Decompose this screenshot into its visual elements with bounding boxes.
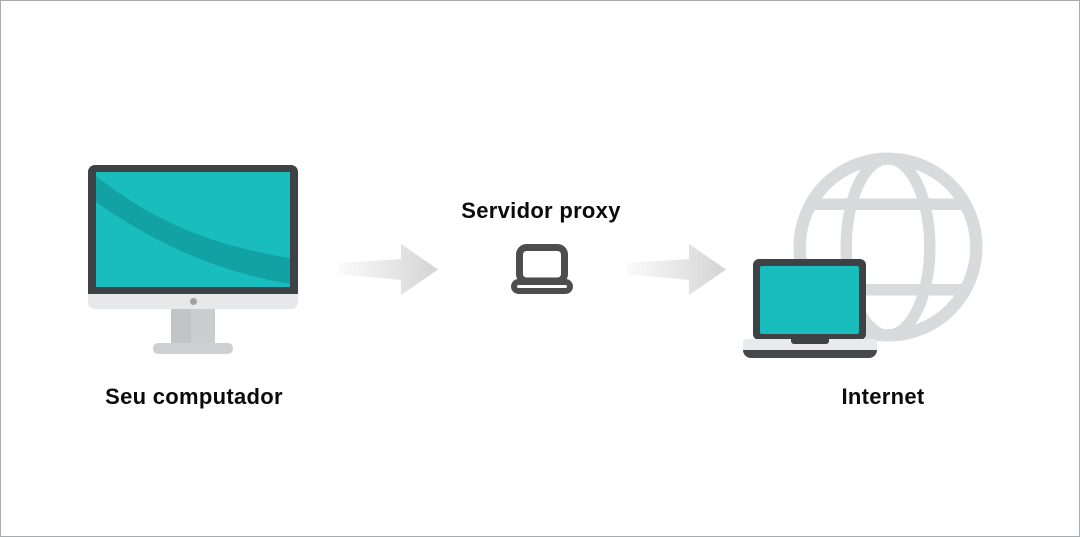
laptop-outline-icon xyxy=(511,244,573,294)
computer-label: Seu computador xyxy=(105,384,283,409)
laptop-icon xyxy=(743,259,877,358)
imac-base xyxy=(153,343,233,354)
laptop-deck xyxy=(743,339,877,350)
laptop-hinge-notch xyxy=(791,339,829,344)
arrow-right-icon xyxy=(338,244,438,295)
laptop-bezel xyxy=(753,259,866,340)
laptop-base xyxy=(743,350,877,358)
internet-label: Internet xyxy=(841,384,925,409)
imac-bezel xyxy=(88,165,298,294)
proxy-label: Servidor proxy xyxy=(461,198,621,223)
screen-swoosh xyxy=(96,176,290,284)
arrow-right-icon xyxy=(626,244,726,295)
laptop-screen xyxy=(760,266,859,334)
imac-stand xyxy=(171,309,215,345)
camera-dot xyxy=(189,298,197,305)
imac-chin xyxy=(88,294,298,309)
imac-screen xyxy=(96,172,290,287)
